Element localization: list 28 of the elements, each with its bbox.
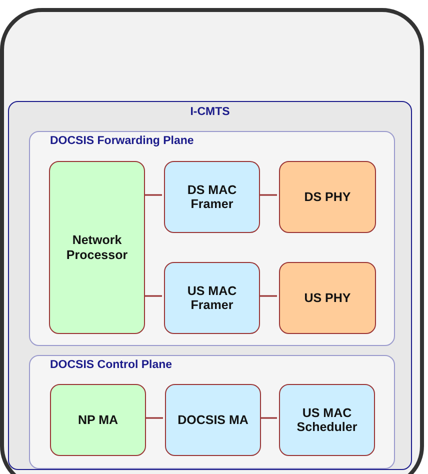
module-label: US PHY: [303, 290, 352, 306]
module-box: [165, 384, 261, 456]
module-label: DS MAC Framer: [186, 182, 238, 212]
module-box: [164, 262, 260, 334]
module-box: [279, 161, 376, 233]
plane-container: [29, 131, 395, 346]
module-label: DOCSIS MA: [176, 412, 250, 428]
module-box: [164, 161, 260, 233]
module-box: [50, 384, 146, 456]
connector-line: [258, 194, 277, 196]
module-label: US MAC Scheduler: [296, 406, 358, 434]
plane-container: [29, 355, 395, 469]
module-box: [279, 262, 376, 334]
connector-line: [144, 417, 163, 419]
connector-line: [259, 417, 277, 419]
module-box: [279, 384, 375, 456]
container-heading: I-CMTS: [189, 106, 231, 118]
container-heading: DOCSIS Forwarding Plane: [50, 135, 194, 147]
container-heading: DOCSIS Control Plane: [50, 359, 172, 371]
connector-line: [143, 295, 162, 297]
module-label: US MAC Framer: [186, 284, 238, 312]
connector-line: [143, 194, 162, 196]
module-label: NP MA: [76, 412, 120, 428]
module-label: Network Processor: [65, 233, 129, 262]
system-container: [8, 101, 412, 470]
connector-line: [258, 295, 277, 297]
module-box: [49, 161, 145, 334]
module-label: DS PHY: [303, 190, 352, 204]
